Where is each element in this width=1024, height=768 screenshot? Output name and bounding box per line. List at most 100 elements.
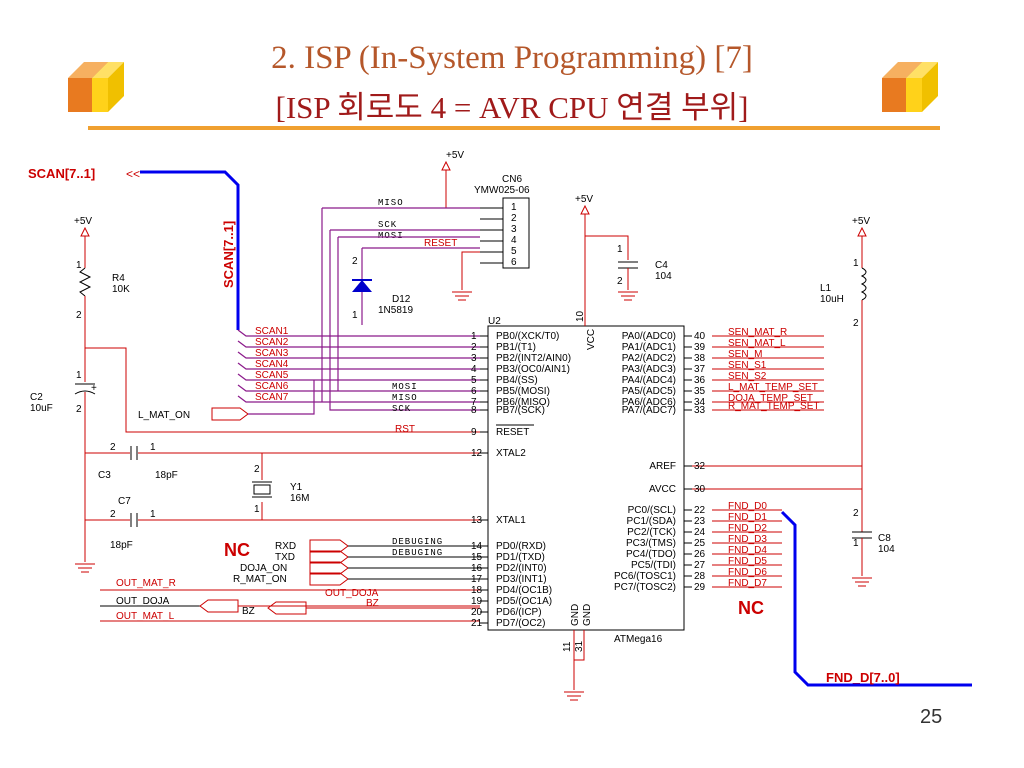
mcu-right-pin-name: PA0/(ADC0) [622,331,676,342]
net-label-l-mat-temp-set: L_MAT_TEMP_SET [728,382,818,393]
mcu-left-pin-num: 7 [471,397,477,408]
mcu-right-pin-name: PA6/(ADC6) [622,397,676,408]
net-rst: RST [395,424,415,435]
mcu-left-pin-num: 6 [471,386,477,397]
mcu-left-pin-name: PB3/(OC0/AIN1) [496,364,570,375]
c2-ref: C2 [30,392,43,403]
nc-label-left: NC [224,540,250,560]
resistor-r4-branch: +5V 1 2 R4 10K + 1 2 C2 10uF [30,216,480,573]
mcu-left-pin-num: 2 [471,342,477,353]
mcu-right-pin-name: PC4/(TDO) [626,549,676,560]
net-out-doja: OUT_DOJA [116,596,170,607]
cube-decoration-right [882,62,938,112]
net-label-sen-mat-l: SEN_MAT_L [728,338,786,349]
y1-pin-1: 1 [254,504,260,515]
mcu-gnd-1: GND [570,604,581,626]
mcu-left-pin-num: 5 [471,375,477,386]
net-label-sen-m: SEN_M [728,349,762,360]
mcu-left-pin-name: PB5/(MOSI) [496,386,550,397]
mcu-right-pin-num: 26 [694,549,706,560]
net-label-fnd-d2: FND_D2 [728,523,767,534]
mcu-right-pin-name: PC5/(TDI) [631,560,676,571]
mcu-right-pin-name: AVCC [649,484,676,495]
cn6-net-reset: RESET [424,238,457,249]
d12-part: 1N5819 [378,305,413,316]
mcu-gnd-2: GND [582,604,593,626]
l1-pin-1: 1 [853,258,859,269]
mcu-right-pin-num: 40 [694,331,706,342]
mcu-right-pin-name: PC2/(TCK) [627,527,676,538]
mcu-right-pin-name: PA3/(ADC3) [622,364,676,375]
bus-arrow-icon: << [126,167,140,181]
mcu-left-pin-num: 19 [471,596,483,607]
cn6-power-label: +5V [446,150,464,161]
c8-ref: C8 [878,533,891,544]
mcu-left-pin-name: PD0/(RXD) [496,541,546,552]
mcu-right-pin-name: PC1/(SDA) [627,516,676,527]
net-scan4: SCAN4 [255,359,289,370]
mcu-left-pin-name: PD7/(OC2) [496,618,545,629]
c7-ref: C7 [118,496,131,507]
net-label-sen-mat-r: SEN_MAT_R [728,327,787,338]
scan-bus-line [140,170,240,330]
mcu-right-pin-name: PA2/(ADC2) [622,353,676,364]
c7-val: 18pF [110,540,133,551]
net-label-fnd-d5: FND_D5 [728,556,767,567]
mcu-vcc-pin: 10 [575,310,586,322]
mcu-left-pin-num: 9 [471,427,477,438]
mcu-right-pin-num: 35 [694,386,706,397]
net-doja-on: DOJA_ON [240,563,287,574]
net-bz: BZ [242,606,255,617]
net-out-doja-pin: OUT_DOJA [325,588,379,599]
mcu-left-pin-num: 20 [471,607,483,618]
c3-pin-1: 1 [150,442,156,453]
mcu-right-pin-num: 28 [694,571,706,582]
cap-c4: +5V 1 2 C4 104 [575,194,672,312]
c4-val: 104 [655,271,672,282]
mcu-left-pin-num: 21 [471,618,483,629]
r4-ref: R4 [112,273,125,284]
mcu-left-pin-num: 12 [471,448,483,459]
mcu-right-pin-num: 30 [694,484,706,495]
cube-decoration-left [68,62,124,112]
net-label-doja-temp-set: DOJA_TEMP_SET [728,393,813,404]
mcu-ref: U2 [488,316,501,327]
c4-power-label: +5V [575,194,593,205]
c2-pin-1: 1 [76,370,82,381]
cn6-ref: CN6 [502,174,522,185]
mcu-left-pin-name: PB7/(SCK) [496,405,545,416]
mcu-right-pin-num: 23 [694,516,706,527]
mcu-right-pin-name: PC6/(TOSC1) [614,571,676,582]
mcu-right-pin-num: 27 [694,560,706,571]
d12-pin-2: 2 [352,256,358,267]
net-mosi: MOSI [392,382,418,392]
mcu-left-pin-num: 17 [471,574,483,585]
port-d-nets: RXD TXD DOJA_ON R_MAT_ON DEBUGING DEBUGI… [100,537,480,622]
mcu-left-pin-name: PB2/(INT2/AIN0) [496,353,571,364]
mcu-left-pin-name: XTAL1 [496,515,526,526]
scan-bus-vertical-label: SCAN[7..1] [221,221,236,288]
l1-val: 10uH [820,294,844,305]
mcu-right-pin-num: 32 [694,461,706,472]
mcu-left-pin-name: PD2/(INT0) [496,563,547,574]
mcu-left-pin-name: PB6/(MISO) [496,397,550,408]
mcu-left-pin-num: 13 [471,515,483,526]
mcu-right-pin-num: 38 [694,353,706,364]
mcu-right-pin-num: 37 [694,364,706,375]
net-label-fnd-d0: FND_D0 [728,501,767,512]
net-debuging-2: DEBUGING [392,548,443,558]
mcu-right-pin-name: PA1/(ADC1) [622,342,676,353]
c4-ref: C4 [655,260,668,271]
net-debuging-1: DEBUGING [392,537,443,547]
net-label-fnd-d3: FND_D3 [728,534,767,545]
mcu-left-pin-name: PB0/(XCK/T0) [496,331,559,342]
mcu-right-pin-name: PA5/(ADC5) [622,386,676,397]
cn6-pin-4: 4 [511,235,517,246]
mcu-right-pin-num: 29 [694,582,706,593]
c8-pin-1: 1 [853,538,859,549]
mcu-left-pin-num: 1 [471,331,477,342]
c3-val: 18pF [155,470,178,481]
mcu-part: ATMega16 [614,634,663,645]
net-scan2: SCAN2 [255,337,289,348]
